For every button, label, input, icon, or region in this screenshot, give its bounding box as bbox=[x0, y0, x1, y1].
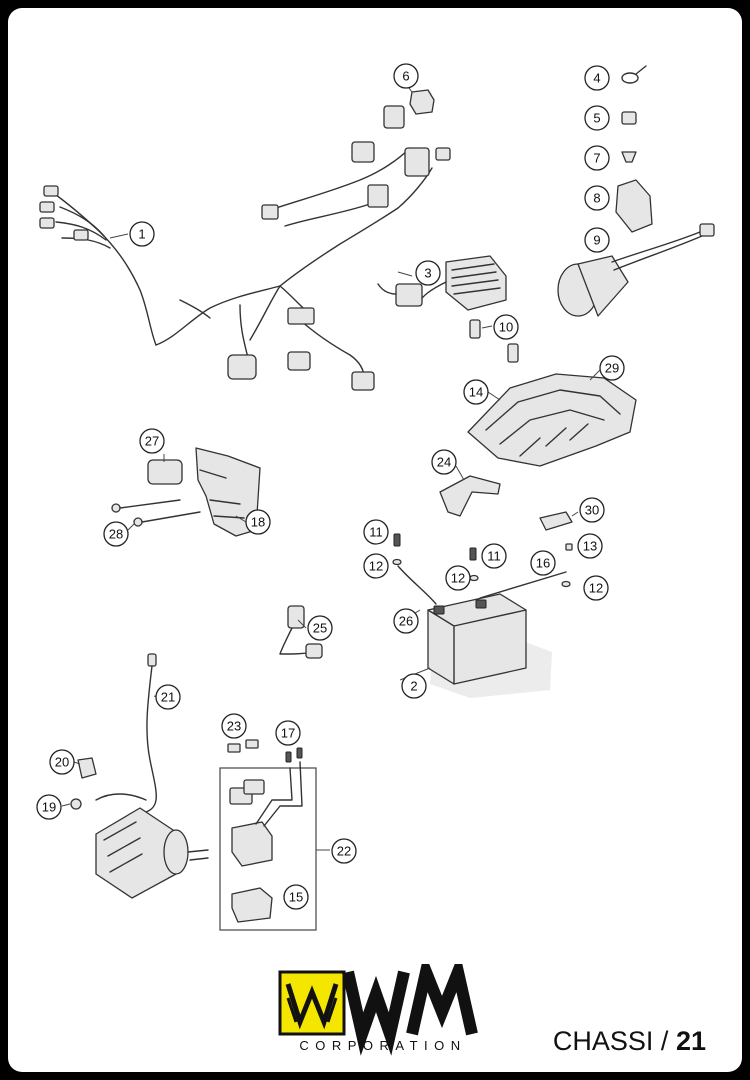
starter-cable-part bbox=[145, 653, 157, 813]
callout-24: 24 bbox=[431, 449, 457, 475]
svg-text:11: 11 bbox=[369, 525, 383, 540]
callout-14: 14 bbox=[463, 379, 489, 405]
svg-text:1: 1 bbox=[138, 227, 145, 242]
svg-text:16: 16 bbox=[536, 556, 550, 571]
callout-12: 12 bbox=[363, 553, 389, 579]
callout-5: 5 bbox=[584, 105, 610, 131]
svg-text:5: 5 bbox=[593, 111, 600, 126]
svg-text:10: 10 bbox=[499, 320, 513, 335]
callout-20: 20 bbox=[49, 749, 75, 775]
svg-text:19: 19 bbox=[42, 800, 56, 815]
callout-25: 25 bbox=[307, 615, 333, 641]
callout-11: 11 bbox=[363, 519, 389, 545]
svg-text:6: 6 bbox=[402, 69, 409, 84]
nut-part bbox=[70, 798, 82, 810]
svg-text:12: 12 bbox=[369, 559, 383, 574]
wiring-harness-part bbox=[39, 105, 451, 391]
svg-text:25: 25 bbox=[313, 621, 327, 636]
callout-16: 16 bbox=[530, 550, 556, 576]
callout-30: 30 bbox=[579, 497, 605, 523]
callout-18: 18 bbox=[245, 509, 271, 535]
relay-cover-part bbox=[615, 179, 653, 233]
callout-23: 23 bbox=[221, 713, 247, 739]
brand-wordmark: CORPORATION bbox=[299, 1038, 467, 1053]
svg-text:14: 14 bbox=[469, 385, 483, 400]
svg-text:30: 30 bbox=[585, 503, 599, 518]
callout-10: 10 bbox=[493, 314, 519, 340]
battery-tray-part bbox=[467, 373, 637, 467]
callout-11: 11 bbox=[481, 543, 507, 569]
svg-text:26: 26 bbox=[399, 614, 413, 629]
svg-text:2: 2 bbox=[410, 679, 417, 694]
exploded-parts-diagram: 1 2 3 4 5 6 7 8 9 10 11 11 12 12 12 13 1… bbox=[36, 63, 715, 931]
svg-text:22: 22 bbox=[337, 844, 351, 859]
grommet-part bbox=[621, 151, 637, 163]
page-number: 21 bbox=[675, 1026, 706, 1056]
callout-22: 22 bbox=[331, 838, 357, 864]
svg-text:12: 12 bbox=[589, 581, 603, 596]
callout-28: 28 bbox=[103, 521, 129, 547]
svg-text:7: 7 bbox=[593, 151, 600, 166]
callout-4: 4 bbox=[584, 65, 610, 91]
callout-12: 12 bbox=[445, 565, 471, 591]
callout-15: 15 bbox=[283, 884, 309, 910]
svg-text:12: 12 bbox=[451, 571, 465, 586]
battery-bracket-part bbox=[439, 475, 501, 517]
svg-text:8: 8 bbox=[593, 191, 600, 206]
clip-part bbox=[621, 111, 637, 125]
svg-text:23: 23 bbox=[227, 719, 241, 734]
callout-26: 26 bbox=[393, 608, 419, 634]
sensor-part bbox=[557, 223, 715, 317]
callout-17: 17 bbox=[275, 720, 301, 746]
fuse-part bbox=[469, 319, 519, 363]
svg-text:18: 18 bbox=[251, 515, 265, 530]
svg-text:13: 13 bbox=[583, 539, 597, 554]
starter-motor-part bbox=[95, 793, 209, 899]
section-name: CHASSI / bbox=[552, 1026, 669, 1056]
callout-1: 1 bbox=[129, 221, 155, 247]
callout-13: 13 bbox=[577, 533, 603, 559]
connector-part bbox=[409, 89, 435, 115]
relay-kit-part bbox=[227, 739, 303, 923]
svg-text:3: 3 bbox=[424, 266, 431, 281]
cable-tie-part bbox=[621, 65, 647, 84]
terminal-cover-part bbox=[539, 511, 573, 531]
callout-6: 6 bbox=[393, 63, 419, 89]
clamp-part bbox=[77, 757, 97, 779]
svg-text:11: 11 bbox=[487, 549, 501, 564]
wm-corporation-logo bbox=[278, 964, 478, 1056]
svg-text:27: 27 bbox=[145, 434, 159, 449]
callout-21: 21 bbox=[155, 684, 181, 710]
section-page-label: CHASSI / 21 bbox=[553, 1026, 706, 1057]
callout-27: 27 bbox=[139, 428, 165, 454]
callout-12: 12 bbox=[583, 575, 609, 601]
battery-part bbox=[427, 593, 552, 698]
svg-text:17: 17 bbox=[281, 726, 295, 741]
svg-text:4: 4 bbox=[593, 71, 600, 86]
callout-29: 29 bbox=[599, 355, 625, 381]
svg-text:21: 21 bbox=[161, 690, 175, 705]
relay-kit-frame bbox=[219, 767, 317, 931]
voltage-regulator-part bbox=[377, 255, 507, 311]
callout-2: 2 bbox=[401, 673, 427, 699]
svg-text:28: 28 bbox=[109, 527, 123, 542]
callout-3: 3 bbox=[415, 260, 441, 286]
svg-text:24: 24 bbox=[437, 455, 451, 470]
svg-text:29: 29 bbox=[605, 361, 619, 376]
callout-9: 9 bbox=[584, 227, 610, 253]
svg-text:20: 20 bbox=[55, 755, 69, 770]
svg-text:15: 15 bbox=[289, 890, 303, 905]
svg-text:9: 9 bbox=[593, 233, 600, 248]
diagram-page: 1 2 3 4 5 6 7 8 9 10 11 11 12 12 12 13 1… bbox=[8, 8, 742, 1072]
callout-19: 19 bbox=[36, 794, 62, 820]
callout-7: 7 bbox=[584, 145, 610, 171]
ecu-bracket-part bbox=[111, 447, 261, 537]
battery-hardware-part bbox=[392, 533, 573, 605]
callout-8: 8 bbox=[584, 185, 610, 211]
